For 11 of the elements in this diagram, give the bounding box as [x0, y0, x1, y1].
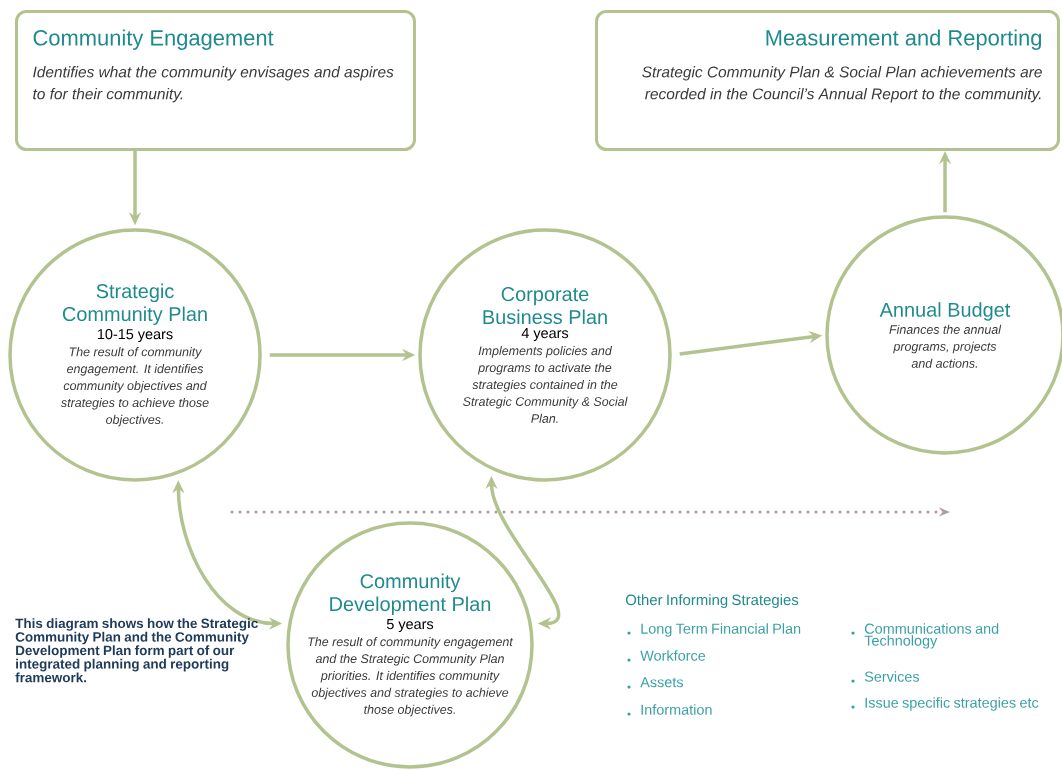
list-item: Communications and Technology [864, 623, 999, 649]
list-item: Workforce [640, 650, 706, 661]
info-box: Measurement and Reporting Strategic Community Plan & Social Plan achievements are recorded in the Council’s Annual Report to the community. [595, 10, 1060, 151]
info-box: Community Engagement Identifies what the community envisages and aspires to for their community. [15, 10, 416, 151]
list-item: Assets [640, 677, 684, 688]
list-heading: Other Informing Strategies [625, 594, 799, 609]
list-item: Services [864, 671, 920, 682]
note-text: This diagram shows how the Strategic Community Plan and the Community Development Plan form part of our integrated planning and reporting framework. [15, 618, 258, 683]
list-item: Information [641, 704, 712, 715]
list-item: Long Term Financial Plan [641, 623, 801, 637]
list-item: Issue specific strategies etc [865, 697, 1039, 711]
